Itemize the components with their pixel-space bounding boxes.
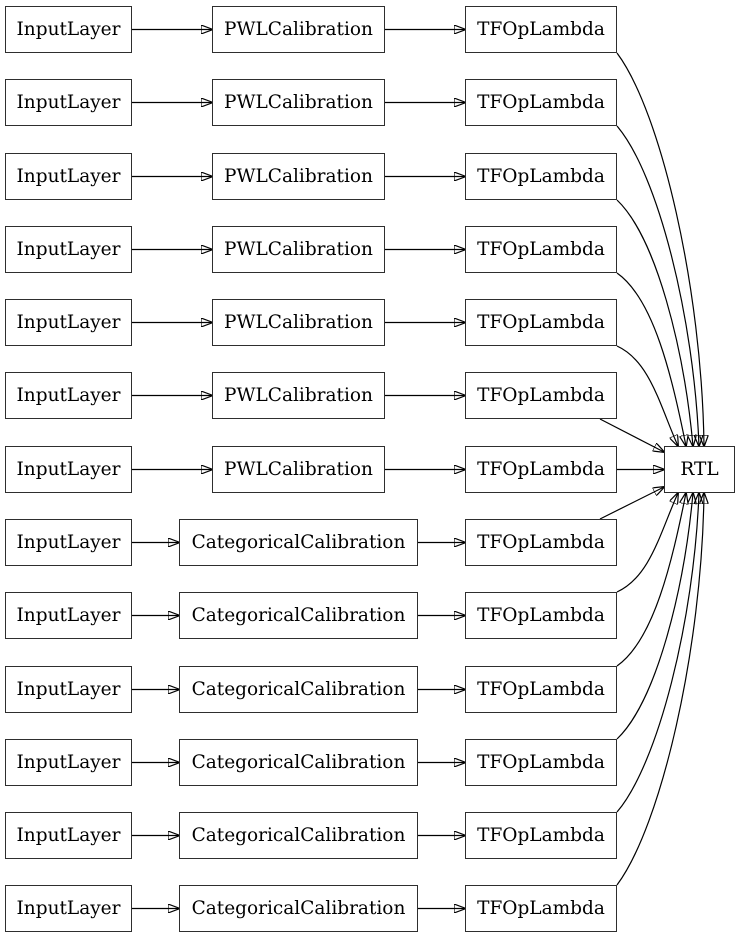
inputlayer-node: InputLayer (5, 739, 132, 786)
categoricalcalibration-node: CategoricalCalibration (179, 592, 418, 639)
edge-op-rtl (616, 493, 678, 593)
inputlayer-node: InputLayer (5, 153, 132, 200)
inputlayer-node: InputLayer (5, 226, 132, 273)
pwlcalibration-node: PWLCalibration (212, 446, 385, 493)
tfoplambda-node: TFOpLambda (465, 446, 617, 493)
tfoplambda-node: TFOpLambda (465, 592, 617, 639)
inputlayer-node: InputLayer (5, 519, 132, 566)
pwlcalibration-node: PWLCalibration (212, 372, 385, 419)
edge-op-rtl (616, 493, 699, 813)
edge-op-rtl (616, 493, 693, 740)
edge-op-rtl (616, 345, 678, 446)
rtl-node: RTL (664, 446, 735, 493)
inputlayer-node: InputLayer (5, 592, 132, 639)
inputlayer-node: InputLayer (5, 885, 132, 932)
edge-op-rtl (616, 125, 699, 446)
categoricalcalibration-node: CategoricalCalibration (179, 812, 418, 859)
categoricalcalibration-node: CategoricalCalibration (179, 666, 418, 713)
edge-op-rtl (616, 493, 704, 886)
tfoplambda-node: TFOpLambda (465, 226, 617, 273)
edge-op-rtl (616, 493, 686, 667)
tfoplambda-node: TFOpLambda (465, 812, 617, 859)
edge-op-rtl (599, 487, 664, 520)
tfoplambda-node: TFOpLambda (465, 519, 617, 566)
tfoplambda-node: TFOpLambda (465, 299, 617, 346)
tfoplambda-node: TFOpLambda (465, 153, 617, 200)
categoricalcalibration-node: CategoricalCalibration (179, 885, 418, 932)
categoricalcalibration-node: CategoricalCalibration (179, 519, 418, 566)
tfoplambda-node: TFOpLambda (465, 6, 617, 53)
tfoplambda-node: TFOpLambda (465, 372, 617, 419)
tfoplambda-node: TFOpLambda (465, 79, 617, 126)
pwlcalibration-node: PWLCalibration (212, 226, 385, 273)
edge-op-rtl (616, 199, 693, 446)
inputlayer-node: InputLayer (5, 299, 132, 346)
inputlayer-node: InputLayer (5, 812, 132, 859)
tfoplambda-node: TFOpLambda (465, 666, 617, 713)
inputlayer-node: InputLayer (5, 6, 132, 53)
inputlayer-node: InputLayer (5, 446, 132, 493)
tfoplambda-node: TFOpLambda (465, 885, 617, 932)
pwlcalibration-node: PWLCalibration (212, 153, 385, 200)
edge-op-rtl (616, 52, 704, 446)
inputlayer-node: InputLayer (5, 79, 132, 126)
pwlcalibration-node: PWLCalibration (212, 79, 385, 126)
edge-op-rtl (599, 418, 664, 452)
inputlayer-node: InputLayer (5, 666, 132, 713)
pwlcalibration-node: PWLCalibration (212, 6, 385, 53)
edge-op-rtl (616, 272, 686, 446)
categoricalcalibration-node: CategoricalCalibration (179, 739, 418, 786)
inputlayer-node: InputLayer (5, 372, 132, 419)
pwlcalibration-node: PWLCalibration (212, 299, 385, 346)
tfoplambda-node: TFOpLambda (465, 739, 617, 786)
